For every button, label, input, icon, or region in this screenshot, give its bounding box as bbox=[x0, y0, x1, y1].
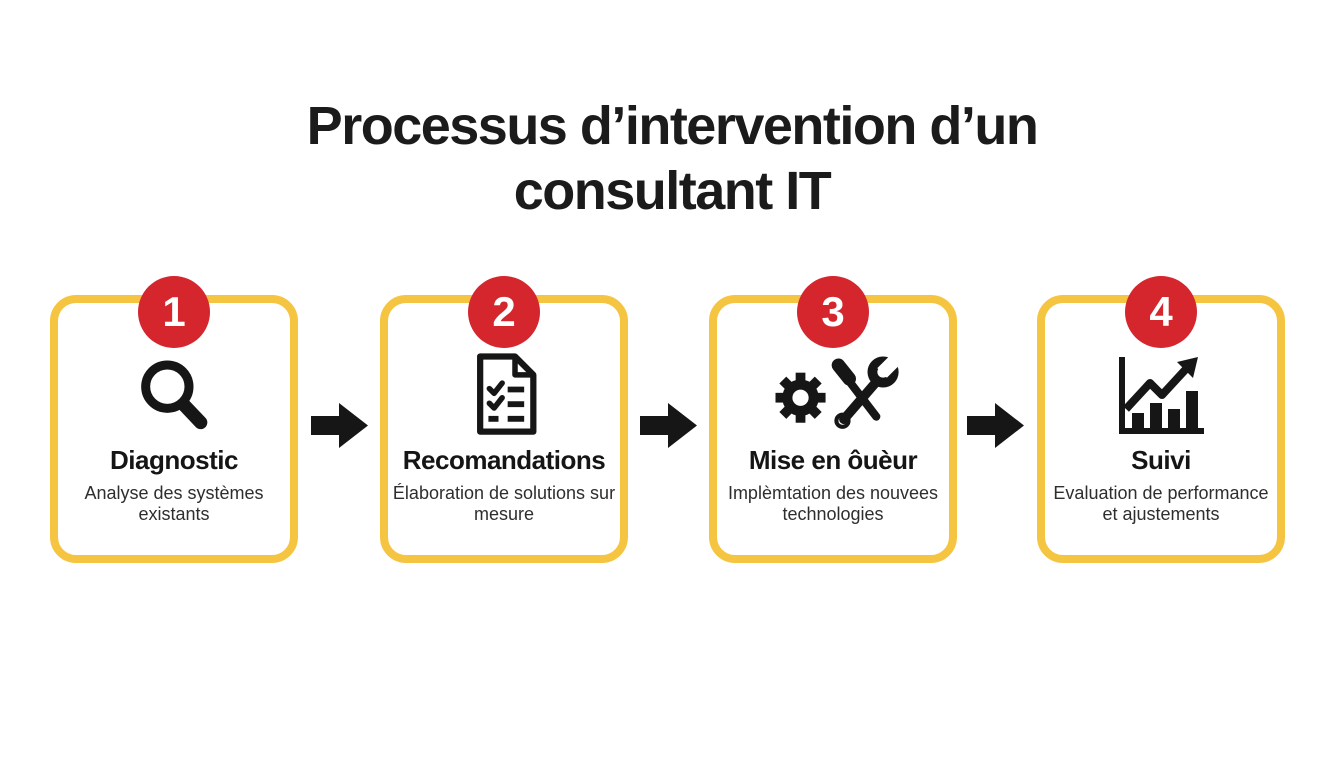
step-number-badge: 2 bbox=[468, 276, 540, 348]
growth-chart-icon bbox=[1114, 349, 1208, 441]
step-description: Analyse des systèmes existants bbox=[84, 483, 264, 524]
step-card-recommendations: 2 Recomandations Élaboration de solution… bbox=[380, 276, 628, 563]
step-title: Suivi bbox=[1131, 445, 1191, 475]
step-number: 2 bbox=[492, 288, 516, 335]
step-description: Implèmtation des nouvees technologies bbox=[727, 483, 939, 524]
gear-and-tools-icon bbox=[765, 349, 901, 441]
checklist-document-icon bbox=[467, 349, 541, 441]
arrow-right-icon bbox=[967, 403, 1024, 448]
arrow-right-icon bbox=[640, 403, 697, 448]
step-number-badge: 1 bbox=[138, 276, 210, 348]
step-number: 1 bbox=[162, 288, 186, 335]
step-number: 4 bbox=[1149, 288, 1173, 335]
step-card-diagnostic: 1 Diagnostic Analyse des systèmes exista… bbox=[50, 276, 298, 563]
magnifier-icon bbox=[134, 349, 214, 441]
step-title: Mise en ôuèur bbox=[748, 445, 918, 475]
page-title-line1: Processus d’intervention d’un bbox=[306, 96, 1039, 156]
step-number-badge: 3 bbox=[797, 276, 869, 348]
arrow-right-icon bbox=[311, 403, 368, 448]
step-title: Diagnostic bbox=[110, 445, 238, 475]
step-description: Evaluation de performance et ajustements bbox=[1053, 483, 1269, 524]
page-title-line2: consultant IT bbox=[513, 161, 832, 221]
step-card-implementation: 3 bbox=[709, 276, 957, 563]
page-title: Processus d’intervention d’un consultant… bbox=[0, 94, 1344, 224]
step-card-monitoring: 4 Suivi Evaluation de performance et aju… bbox=[1037, 276, 1285, 563]
step-title: Recomandations bbox=[402, 445, 606, 475]
step-number: 3 bbox=[821, 288, 845, 335]
step-number-badge: 4 bbox=[1125, 276, 1197, 348]
step-description: Élaboration de solutions sur mesure bbox=[392, 483, 616, 524]
